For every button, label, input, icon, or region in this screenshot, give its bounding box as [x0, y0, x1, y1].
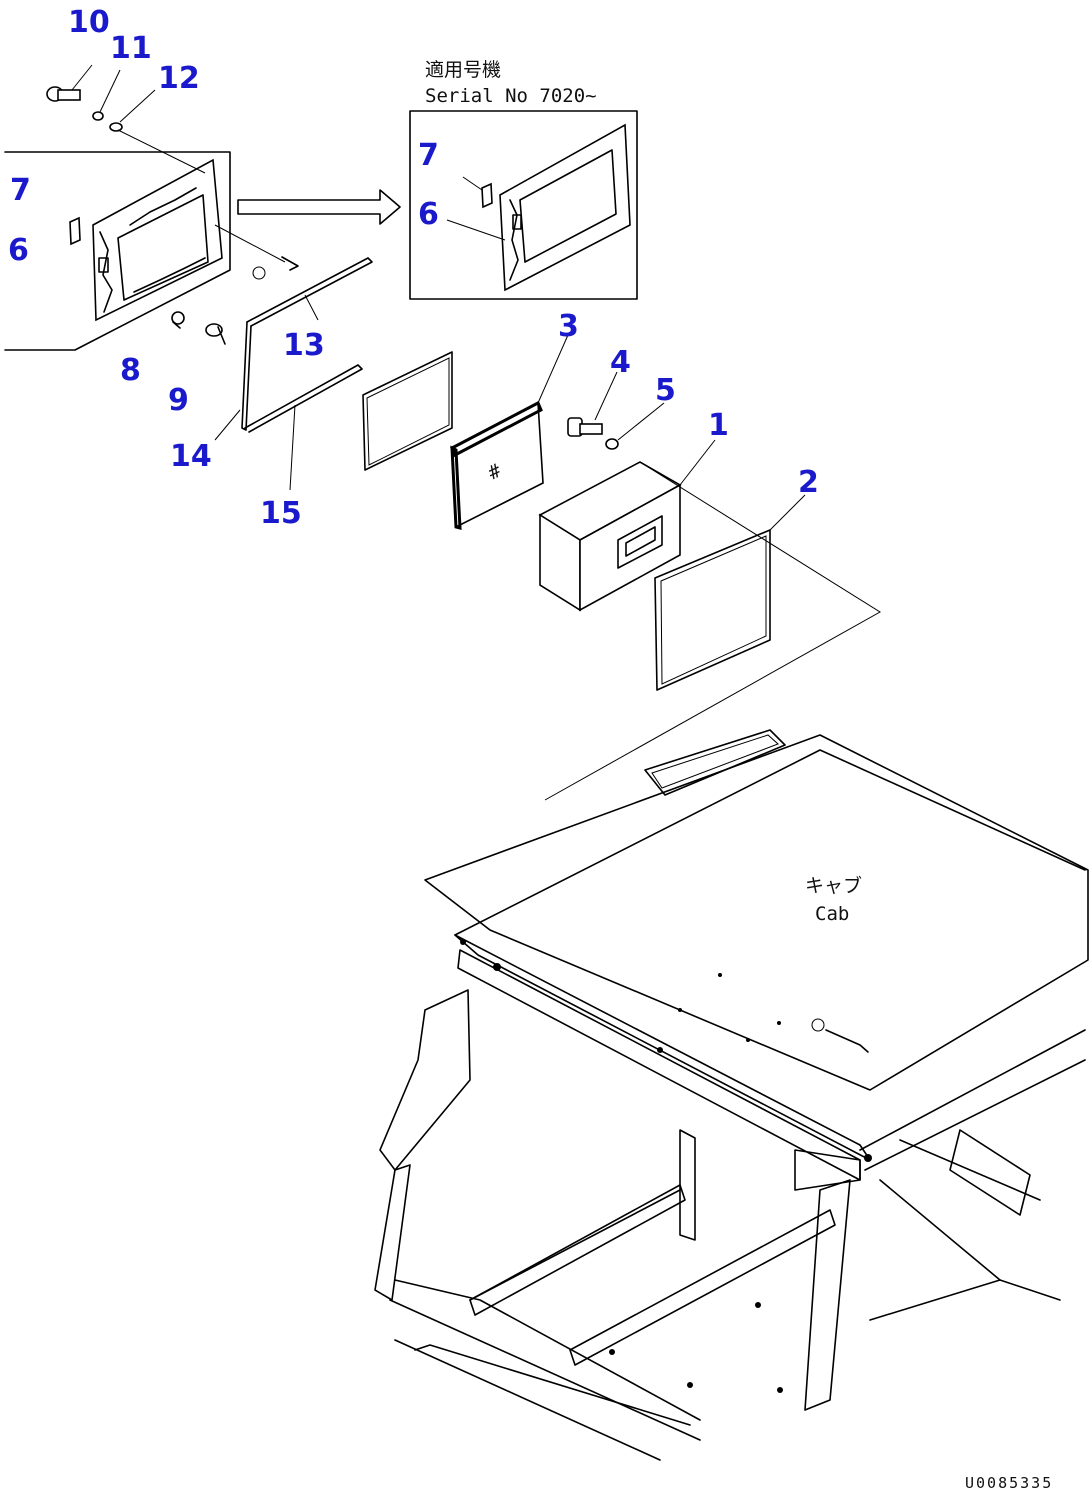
washer-5 — [605, 438, 619, 450]
seal-strip-top — [246, 257, 373, 327]
seal-strip-side — [241, 321, 252, 431]
box-front — [579, 483, 681, 612]
seal-strips — [214, 257, 373, 491]
callout-9: 9 — [168, 383, 189, 418]
callout-8: 8 — [120, 353, 141, 388]
callout-13: 13 — [283, 328, 325, 363]
small-fasteners — [46, 64, 206, 174]
text-notes: 適用号機 Serial No 7020~ キャブ Cab U0085335 — [425, 59, 1053, 1492]
cab-roof — [424, 734, 1089, 1091]
callout-3: 3 — [558, 309, 579, 344]
callout-1: 1 — [708, 408, 729, 443]
callout-15: 15 — [260, 496, 302, 531]
box-handle — [617, 515, 663, 569]
callout-5: 5 — [655, 373, 676, 408]
spring-washer — [92, 111, 104, 121]
callout-labels: 10 11 12 7 6 8 9 13 14 15 7 6 3 4 5 1 2 — [8, 5, 819, 531]
callout-11: 11 — [110, 31, 152, 66]
inset-plate — [499, 123, 631, 292]
inset-frame — [409, 110, 638, 300]
bolt-part — [171, 311, 185, 325]
callout-14: 14 — [170, 439, 212, 474]
callout-7-left: 7 — [10, 173, 31, 208]
callout-12: 12 — [158, 61, 200, 96]
callout-4: 4 — [610, 345, 631, 380]
plate-edge-detail — [99, 231, 113, 313]
flat-washer — [109, 122, 123, 132]
inset-applicable-label: 適用号機 — [425, 59, 501, 81]
drawing-id: U0085335 — [965, 1474, 1053, 1492]
cab-label-jp: キャブ — [805, 874, 862, 897]
left-assembly-group — [4, 151, 299, 351]
window-panels: # — [362, 334, 881, 801]
roof-handle — [644, 729, 786, 796]
center-pillar — [679, 1129, 696, 1241]
clip-part — [69, 216, 81, 246]
cab-label-en: Cab — [815, 903, 849, 925]
cab-structure — [374, 729, 1089, 1461]
glass-pane — [362, 351, 453, 471]
mounting-plate-window — [117, 194, 209, 301]
frame-seal — [654, 529, 771, 691]
reference-arrow — [237, 189, 401, 225]
serial-inset — [409, 110, 638, 300]
inset-serial-label: Serial No 7020~ — [425, 85, 597, 107]
callout-6-inset: 6 — [418, 197, 439, 232]
right-pillar — [804, 1179, 851, 1411]
left-pillar — [379, 989, 471, 1171]
callout-10: 10 — [68, 5, 110, 40]
seal-strip-bottom — [244, 364, 363, 433]
callout-7-inset: 7 — [418, 138, 439, 173]
callout-2: 2 — [798, 465, 819, 500]
mounting-plate — [92, 158, 223, 322]
assembly-bracket-outline — [4, 151, 231, 351]
callout-6-left: 6 — [8, 233, 29, 268]
